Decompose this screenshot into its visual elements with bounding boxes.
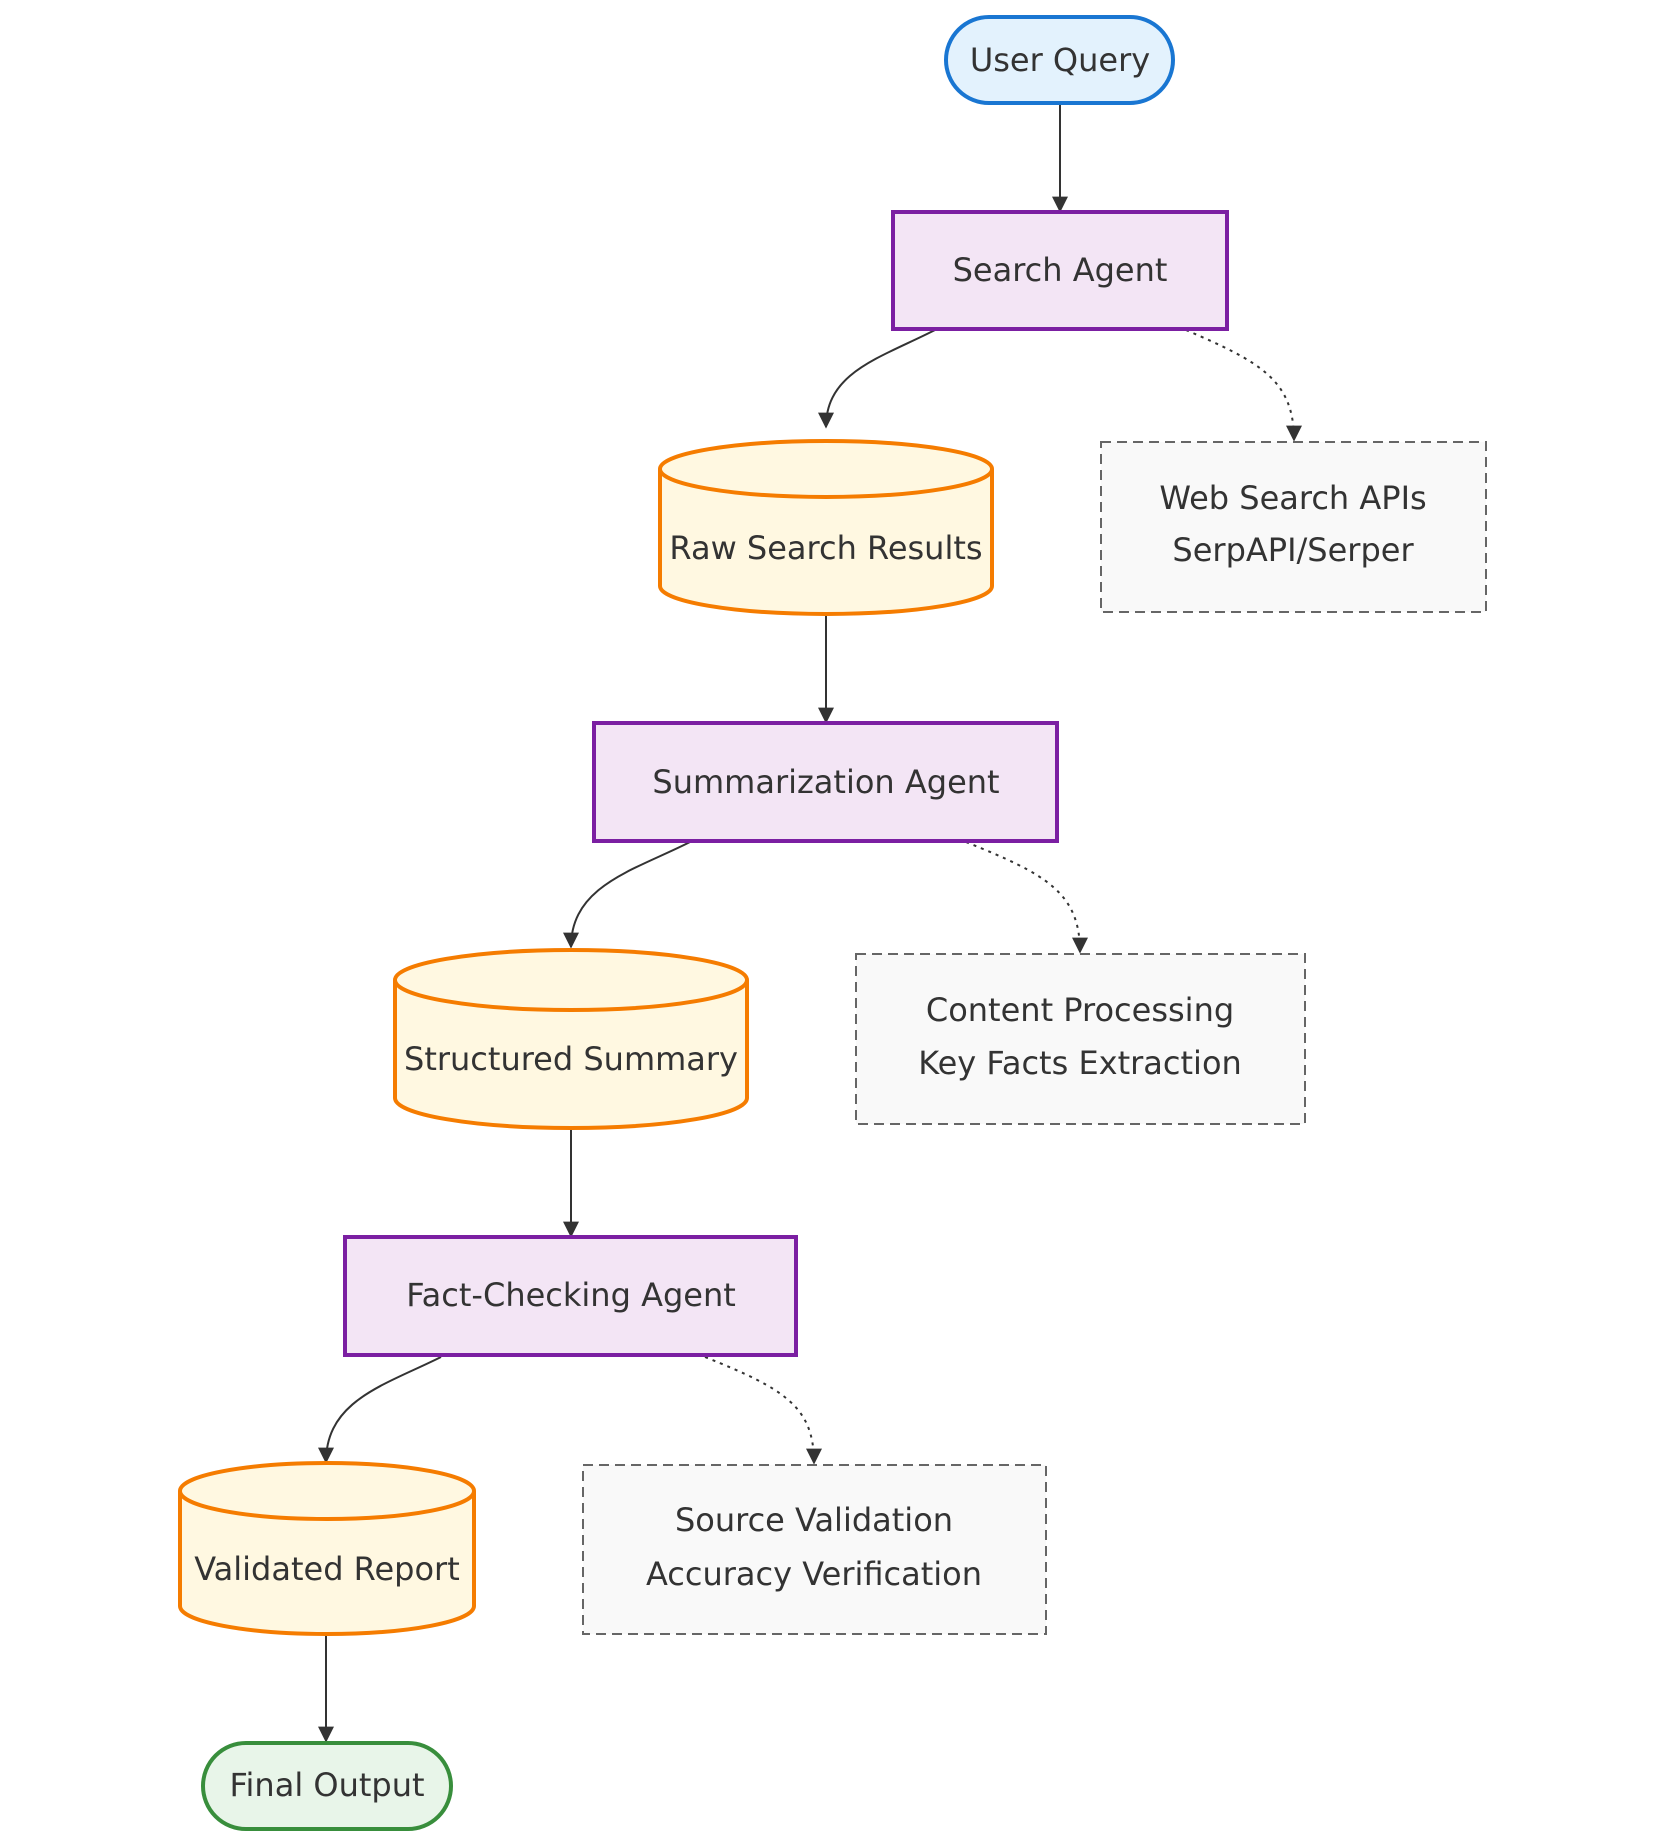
edge-search-agent-to-raw-results — [818, 329, 936, 429]
source-validation-shape — [582, 1464, 1047, 1635]
web-search-apis-line-1: Web Search APIs — [1159, 479, 1426, 517]
source-validation-line-1: Source Validation — [675, 1501, 953, 1539]
content-processing-line-2: Key Facts Extraction — [918, 1044, 1242, 1082]
web-search-apis-line-2: SerpAPI/Serper — [1172, 531, 1414, 569]
validated-report-shape — [178, 1461, 476, 1636]
structured-summary-shape — [393, 948, 749, 1130]
structured-summary-top-rim — [393, 979, 749, 1012]
search-agent-label: Search Agent — [953, 251, 1168, 289]
edge-summarization-to-structured-summary — [563, 841, 691, 949]
summarization-agent-shape — [592, 721, 1059, 843]
node-fact-checking-agent: Fact-Checking Agent — [343, 1235, 798, 1357]
edge-search-agent-to-web-search — [1185, 329, 1302, 442]
final-output-shape — [201, 1741, 453, 1831]
final-output-label: Final Output — [229, 1766, 424, 1804]
content-processing-shape — [855, 953, 1306, 1125]
source-validation-line-2: Accuracy Verification — [646, 1555, 982, 1593]
node-web-search-apis: Web Search APIs SerpAPI/Serper — [1100, 441, 1487, 613]
raw-search-results-label: Raw Search Results — [669, 529, 982, 567]
content-processing-line-1: Content Processing — [926, 991, 1234, 1029]
node-validated-report: Validated Report — [178, 1461, 476, 1636]
node-source-validation: Source Validation Accuracy Verification — [582, 1464, 1047, 1635]
summarization-agent-label: Summarization Agent — [652, 763, 999, 801]
node-structured-summary: Structured Summary — [393, 948, 749, 1130]
edges — [318, 104, 1302, 1743]
raw-search-results-top-rim — [658, 468, 994, 499]
structured-summary-label: Structured Summary — [404, 1040, 738, 1078]
edge-summarization-to-content-processing — [965, 841, 1088, 954]
edge-fact-checking-to-source-validation — [704, 1356, 822, 1465]
validated-report-label: Validated Report — [194, 1550, 460, 1588]
raw-search-results-shape — [658, 439, 994, 616]
fact-checking-agent-label: Fact-Checking Agent — [406, 1276, 736, 1314]
node-content-processing: Content Processing Key Facts Extraction — [855, 953, 1306, 1125]
edge-fact-checking-to-validated-report — [318, 1356, 442, 1464]
node-search-agent: Search Agent — [891, 210, 1229, 331]
node-summarization-agent: Summarization Agent — [592, 721, 1059, 843]
validated-report-top-rim — [178, 1490, 476, 1521]
search-agent-shape — [891, 210, 1229, 331]
node-user-query: User Query — [944, 15, 1175, 105]
user-query-label: User Query — [970, 41, 1150, 79]
web-search-apis-shape — [1100, 441, 1487, 613]
user-query-shape — [944, 15, 1175, 105]
fact-checking-agent-shape — [343, 1235, 798, 1357]
node-raw-search-results: Raw Search Results — [658, 439, 994, 616]
node-final-output: Final Output — [201, 1741, 453, 1831]
